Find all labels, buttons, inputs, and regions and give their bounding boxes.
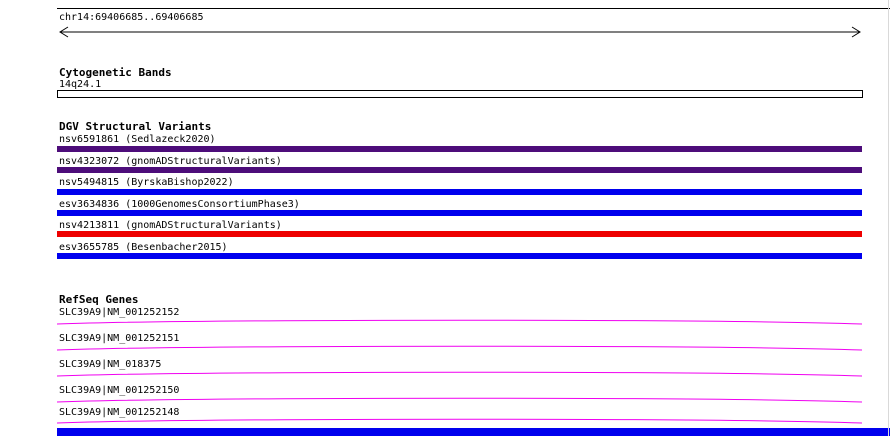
gene-transcript-line[interactable]: [57, 316, 862, 326]
gene-transcript-line[interactable]: [57, 342, 862, 352]
gene-label: SLC39A9|NM_001252150: [59, 385, 180, 396]
region-label: chr14:69406685..69406685: [59, 12, 204, 23]
variant-bar[interactable]: [57, 231, 862, 237]
gene-transcript-line[interactable]: [57, 368, 862, 378]
variant-label: esv3634836 (1000GenomesConsortiumPhase3): [59, 199, 300, 210]
ruler-top-border: [57, 8, 890, 9]
footer-track-bar: [57, 428, 890, 436]
window-right-border: [888, 0, 889, 436]
variant-bar[interactable]: [57, 210, 862, 216]
refseq-section-title: RefSeq Genes: [59, 293, 139, 306]
gene-transcript-line[interactable]: [57, 415, 862, 425]
variant-label: nsv6591861 (Sedlazeck2020): [59, 134, 216, 145]
variant-bar[interactable]: [57, 253, 862, 259]
dgv-section-title: DGV Structural Variants: [59, 120, 212, 133]
gene-label: SLC39A9|NM_001252148: [59, 407, 180, 418]
variant-bar[interactable]: [57, 146, 862, 152]
variant-label: nsv4213811 (gnomADStructuralVariants): [59, 220, 282, 231]
variant-label: nsv5494815 (ByrskaBishop2022): [59, 177, 234, 188]
variant-bar[interactable]: [57, 167, 862, 173]
gene-transcript-line[interactable]: [57, 394, 862, 404]
gene-label: SLC39A9|NM_018375: [59, 359, 162, 370]
gene-label: SLC39A9|NM_001252151: [59, 333, 180, 344]
right-arrowhead-icon: [851, 26, 861, 38]
left-arrowhead-icon: [59, 26, 69, 38]
cytogenetic-bands-title: Cytogenetic Bands: [59, 66, 172, 79]
gene-label: SLC39A9|NM_001252152: [59, 307, 180, 318]
variant-label: esv3655785 (Besenbacher2015): [59, 242, 228, 253]
span-ruler-arrow: [59, 26, 861, 38]
variant-bar[interactable]: [57, 189, 862, 195]
cytoband-label: 14q24.1: [59, 79, 102, 90]
variant-label: nsv4323072 (gnomADStructuralVariants): [59, 156, 282, 167]
cytoband-track[interactable]: [57, 90, 863, 98]
